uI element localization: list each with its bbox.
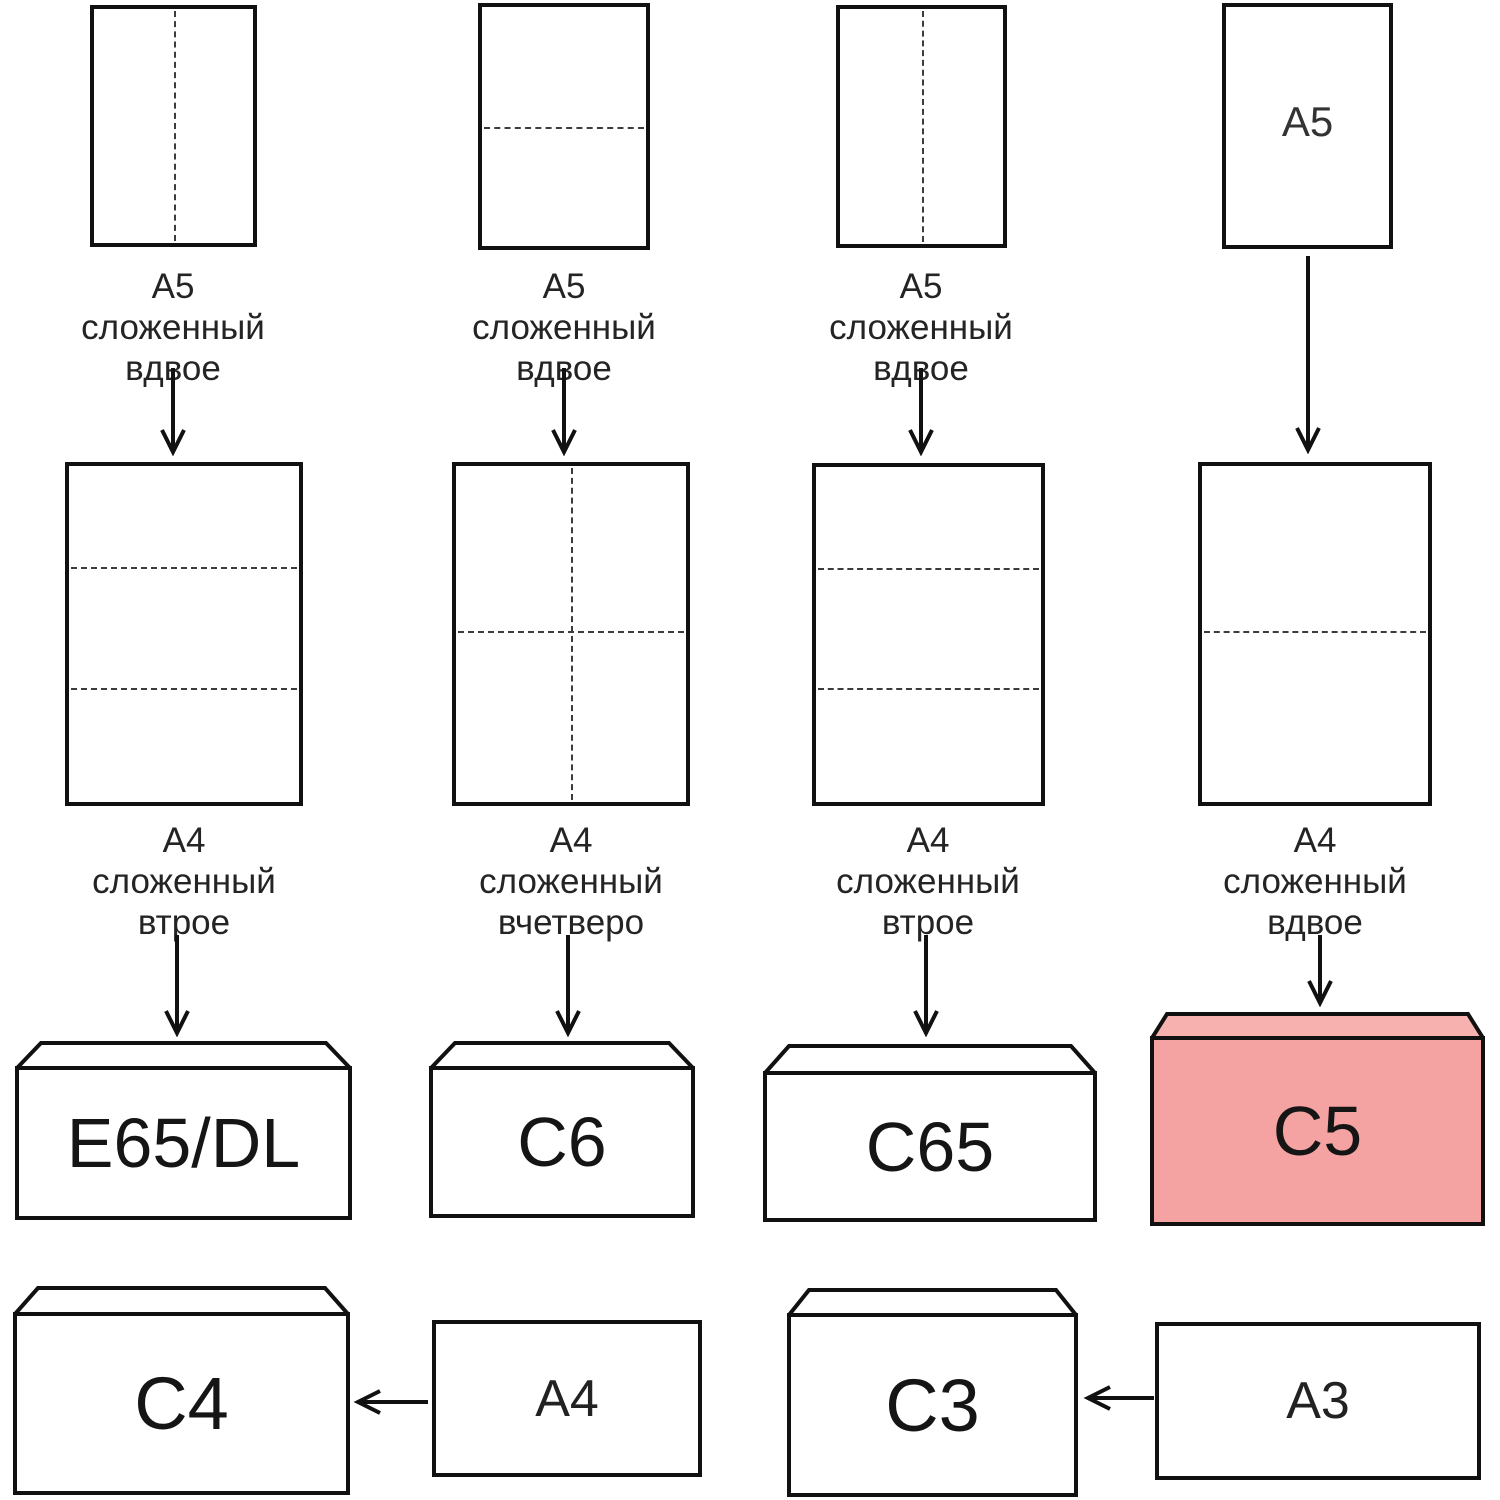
paper-a3: A3	[1155, 1322, 1481, 1480]
caption-a4-col4: A4 сложенный вдвое	[1223, 821, 1407, 942]
sheet-a5-label: A5	[1281, 98, 1334, 146]
sheet-a5-col2	[478, 3, 650, 250]
envelope-c65: C65	[763, 1043, 1097, 1222]
fold-line-horizontal	[484, 126, 644, 129]
sheet-a4-col4	[1198, 462, 1432, 806]
fold-line-vertical	[173, 11, 176, 241]
envelope-c5: C5	[1150, 1011, 1485, 1226]
caption-a4-col3: A4 сложенный втрое	[836, 821, 1020, 942]
fold-line-horizontal	[71, 566, 297, 569]
paper-a4: A4	[432, 1320, 702, 1477]
sheet-a4-col1	[65, 462, 303, 806]
fold-line-horizontal	[1204, 630, 1426, 633]
fold-line-horizontal	[818, 688, 1039, 691]
caption-a4-col1: A4 сложенный втрое	[92, 821, 276, 942]
paper-a3-label: A3	[1286, 1372, 1350, 1430]
caption-a5-col3: A5 сложенный вдвое	[829, 267, 1013, 388]
arrow-down	[164, 935, 190, 1037]
envelope-c4-body: C4	[13, 1312, 350, 1495]
envelope-e65dl-body: E65/DL	[15, 1066, 352, 1220]
arrow-left	[1083, 1385, 1154, 1411]
arrow-down	[551, 368, 577, 456]
envelope-c4: C4	[13, 1285, 350, 1495]
envelope-e65dl: E65/DL	[15, 1040, 352, 1220]
arrow-left	[353, 1389, 428, 1415]
fold-line-horizontal	[458, 630, 684, 633]
envelope-c3: C3	[787, 1287, 1078, 1497]
envelope-label: C5	[1272, 1092, 1363, 1170]
fold-line-vertical	[921, 11, 924, 242]
envelope-c65-body: C65	[763, 1071, 1097, 1222]
envelope-c5-flap-shape	[1150, 1012, 1485, 1040]
fold-line-horizontal	[818, 567, 1039, 570]
arrow-down	[160, 368, 186, 456]
sheet-a5-col1	[90, 5, 257, 247]
envelope-label: E65/DL	[66, 1104, 301, 1182]
envelope-c3-body: C3	[787, 1313, 1078, 1497]
arrow-down	[555, 935, 581, 1037]
arrow-down	[1295, 256, 1321, 454]
fold-line-vertical	[571, 468, 573, 800]
envelope-c5-body: C5	[1150, 1036, 1485, 1226]
arrow-down	[1307, 935, 1333, 1007]
caption-a4-col2: A4 сложенный вчетверо	[479, 821, 663, 942]
envelope-c6: C6	[429, 1040, 695, 1218]
envelope-c6-body: C6	[429, 1066, 695, 1218]
sheet-a4-col3	[812, 463, 1045, 806]
arrow-down	[908, 368, 934, 456]
sheet-a4-col2	[452, 462, 690, 806]
fold-line-horizontal	[71, 687, 297, 690]
envelope-label: C6	[517, 1103, 607, 1181]
arrow-down	[913, 935, 939, 1037]
envelope-label: C3	[885, 1363, 980, 1447]
paper-a4-label: A4	[535, 1369, 599, 1428]
envelope-label: C4	[134, 1362, 229, 1445]
sheet-a5-col3	[836, 5, 1007, 248]
caption-a5-col1: A5 сложенный вдвое	[81, 267, 265, 388]
envelope-label: C65	[865, 1107, 995, 1186]
sheet-a5-col4: A5	[1222, 3, 1393, 249]
